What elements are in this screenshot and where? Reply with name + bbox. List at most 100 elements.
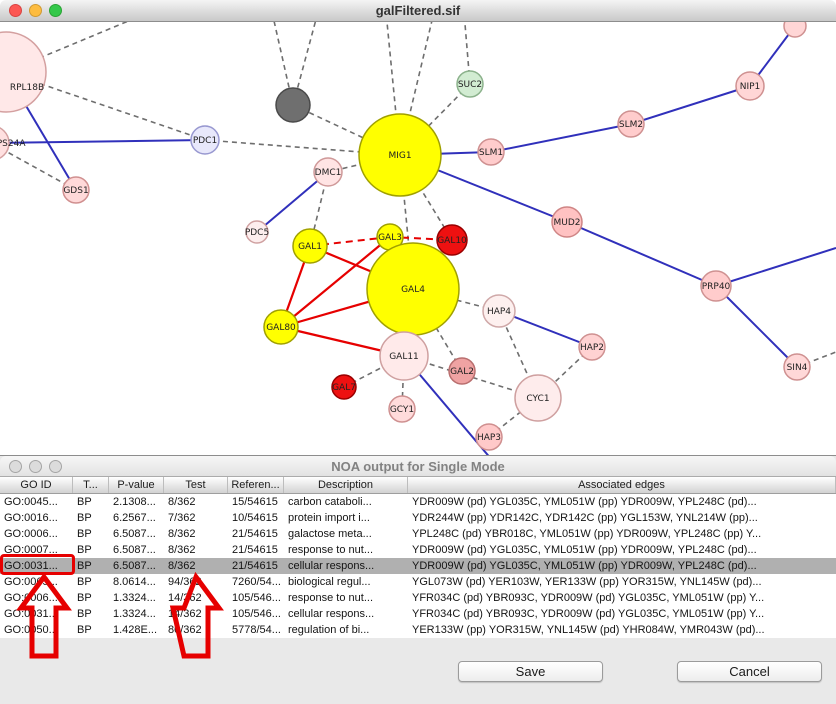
graph-node-gcy1[interactable]: GCY1 bbox=[388, 395, 416, 423]
node-circle[interactable] bbox=[456, 70, 484, 98]
minimize-button[interactable] bbox=[29, 460, 42, 473]
graph-edge[interactable] bbox=[386, 22, 401, 156]
graph-node-slm2[interactable]: SLM2 bbox=[617, 110, 645, 138]
noa-window-titlebar[interactable]: NOA output for Single Mode bbox=[0, 456, 836, 477]
graph-edge[interactable] bbox=[715, 285, 798, 368]
graph-node-slm1[interactable]: SLM1 bbox=[477, 138, 505, 166]
node-circle[interactable] bbox=[388, 395, 416, 423]
graph-edge[interactable] bbox=[5, 71, 206, 141]
graph-node-mig1[interactable]: MIG1 bbox=[358, 113, 442, 197]
column-header-3[interactable]: P-value bbox=[109, 477, 164, 493]
graph-node-rpl18b[interactable]: RPL18B bbox=[0, 31, 47, 113]
column-header-1[interactable]: GO ID bbox=[0, 477, 73, 493]
graph-node-hap2[interactable]: HAP2 bbox=[578, 333, 606, 361]
graph-edge[interactable] bbox=[796, 351, 836, 368]
node-circle[interactable] bbox=[331, 374, 357, 400]
node-circle[interactable] bbox=[62, 176, 90, 204]
column-header-7[interactable]: Associated edges bbox=[408, 477, 836, 493]
graph-edge[interactable] bbox=[630, 85, 751, 125]
column-header-4[interactable]: Test bbox=[164, 477, 228, 493]
column-header-5[interactable]: Referen... bbox=[228, 477, 284, 493]
graph-node-gal7[interactable]: GAL7 bbox=[331, 374, 357, 400]
close-button[interactable] bbox=[9, 4, 22, 17]
save-button[interactable]: Save bbox=[458, 661, 603, 682]
node-circle[interactable] bbox=[0, 31, 47, 113]
graph-edge[interactable] bbox=[566, 221, 717, 287]
graph-node-pdc1[interactable]: PDC1 bbox=[190, 125, 220, 155]
column-header-6[interactable]: Description bbox=[284, 477, 408, 493]
graph-edge[interactable] bbox=[0, 147, 77, 191]
graph-edge[interactable] bbox=[498, 310, 539, 399]
column-header-2[interactable]: T... bbox=[73, 477, 109, 493]
graph-node-gal1[interactable]: GAL1 bbox=[292, 228, 328, 264]
graph-node-hap4[interactable]: HAP4 bbox=[482, 294, 516, 328]
node-circle[interactable] bbox=[475, 423, 503, 451]
graph-edge[interactable] bbox=[715, 247, 836, 287]
node-circle[interactable] bbox=[190, 125, 220, 155]
graph-node-dmc1[interactable]: DMC1 bbox=[313, 157, 343, 187]
graph-node-prp40[interactable]: PRP40 bbox=[700, 270, 732, 302]
node-circle[interactable] bbox=[263, 309, 299, 345]
zoom-button[interactable] bbox=[49, 4, 62, 17]
graph-edge[interactable] bbox=[280, 236, 391, 328]
close-button[interactable] bbox=[9, 460, 22, 473]
graph-node-gal4[interactable]: GAL4 bbox=[366, 242, 460, 336]
node-circle[interactable] bbox=[551, 206, 583, 238]
node-circle[interactable] bbox=[477, 138, 505, 166]
graph-edge[interactable] bbox=[490, 123, 632, 153]
node-circle[interactable] bbox=[448, 357, 476, 385]
zoom-button[interactable] bbox=[49, 460, 62, 473]
graph-node-cyc1[interactable]: CYC1 bbox=[514, 374, 562, 422]
graph-node-gal10[interactable]: GAL10 bbox=[436, 224, 468, 256]
node-circle[interactable] bbox=[617, 110, 645, 138]
graph-edge[interactable] bbox=[292, 22, 318, 106]
graph-node-gal11[interactable]: GAL11 bbox=[379, 331, 429, 381]
graph-edge[interactable] bbox=[399, 154, 453, 241]
node-circle[interactable] bbox=[292, 228, 328, 264]
graph-edge[interactable] bbox=[292, 104, 401, 156]
graph-edge[interactable] bbox=[399, 22, 434, 156]
node-circle[interactable] bbox=[436, 224, 468, 256]
node-circle[interactable] bbox=[313, 157, 343, 187]
graph-node-graynode[interactable] bbox=[275, 87, 311, 123]
graph-node-nip1[interactable]: NIP1 bbox=[735, 71, 765, 101]
minimize-button[interactable] bbox=[29, 4, 42, 17]
graph-node-sin4[interactable]: SIN4 bbox=[783, 353, 811, 381]
graph-node-gal80[interactable]: GAL80 bbox=[263, 309, 299, 345]
node-circle[interactable] bbox=[783, 353, 811, 381]
graph-edge[interactable] bbox=[272, 22, 294, 106]
graph-node-topright[interactable] bbox=[783, 22, 807, 38]
network-window-titlebar[interactable]: galFiltered.sif bbox=[0, 0, 836, 22]
node-circle[interactable] bbox=[700, 270, 732, 302]
node-circle[interactable] bbox=[275, 87, 311, 123]
node-circle[interactable] bbox=[783, 22, 807, 38]
graph-node-hap3[interactable]: HAP3 bbox=[475, 423, 503, 451]
node-circle[interactable] bbox=[578, 333, 606, 361]
node-circle[interactable] bbox=[0, 126, 10, 160]
graph-node-pdc5[interactable]: PDC5 bbox=[245, 220, 269, 244]
node-circle[interactable] bbox=[245, 220, 269, 244]
graph-node-gds1[interactable]: GDS1 bbox=[62, 176, 90, 204]
graph-edge[interactable] bbox=[256, 171, 329, 233]
graph-node-gal2[interactable]: GAL2 bbox=[448, 357, 476, 385]
node-circle[interactable] bbox=[358, 113, 442, 197]
node-circle[interactable] bbox=[482, 294, 516, 328]
node-circle[interactable] bbox=[379, 331, 429, 381]
graph-node-mud2[interactable]: MUD2 bbox=[551, 206, 583, 238]
graph-edge[interactable] bbox=[0, 139, 206, 144]
node-circle[interactable] bbox=[735, 71, 765, 101]
node-circle[interactable] bbox=[514, 374, 562, 422]
graph-node-rps24a[interactable]: RPS24A bbox=[0, 126, 26, 160]
graph-node-suc2[interactable]: SUC2 bbox=[456, 70, 484, 98]
